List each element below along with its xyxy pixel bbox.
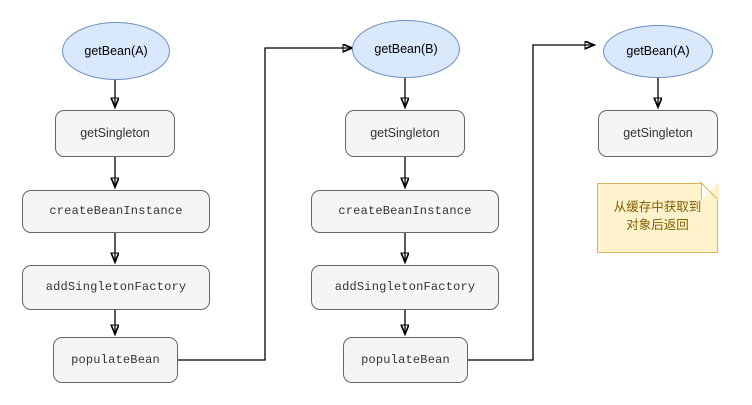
node-label: createBeanInstance	[338, 204, 472, 219]
node-getbean-b[interactable]: getBean(B)	[352, 20, 460, 78]
node-addsingletonfactory-a[interactable]: addSingletonFactory	[22, 265, 210, 310]
node-getsingleton-a-second[interactable]: getSingleton	[598, 110, 718, 157]
node-label: populateBean	[361, 352, 450, 367]
node-label: populateBean	[71, 352, 160, 367]
node-label: addSingletonFactory	[45, 280, 187, 295]
node-addsingletonfactory-b[interactable]: addSingletonFactory	[311, 265, 499, 310]
node-getsingleton-a-first[interactable]: getSingleton	[55, 110, 175, 157]
node-label: getBean(A)	[84, 43, 148, 58]
node-populatebean-a[interactable]: populateBean	[53, 337, 178, 383]
node-getbean-a-first[interactable]: getBean(A)	[62, 22, 170, 80]
node-label: getBean(B)	[374, 41, 438, 56]
node-getbean-a-second[interactable]: getBean(A)	[603, 25, 713, 78]
note-line-2: 对象后返回	[626, 218, 689, 232]
node-createbeaninstance-a[interactable]: createBeanInstance	[22, 190, 210, 233]
edge-populatebeanA-to-getbeanB	[178, 48, 352, 361]
node-populatebean-b[interactable]: populateBean	[343, 337, 468, 383]
note-text-block: 从缓存中获取到 对象后返回	[614, 198, 702, 234]
node-getsingleton-b[interactable]: getSingleton	[345, 110, 465, 157]
cache-note[interactable]: 从缓存中获取到 对象后返回	[597, 181, 719, 253]
edge-populatebeanB-to-getbeanA2	[468, 45, 594, 361]
node-label: getSingleton	[370, 126, 440, 140]
node-label: createBeanInstance	[49, 204, 183, 219]
node-label: getBean(A)	[626, 44, 690, 58]
node-label: addSingletonFactory	[334, 280, 476, 295]
note-line-1: 从缓存中获取到	[613, 199, 702, 214]
node-label: getSingleton	[623, 126, 693, 140]
node-label: getSingleton	[80, 126, 150, 140]
note-fold-corner-icon	[700, 181, 719, 200]
node-createbeaninstance-b[interactable]: createBeanInstance	[311, 190, 499, 233]
